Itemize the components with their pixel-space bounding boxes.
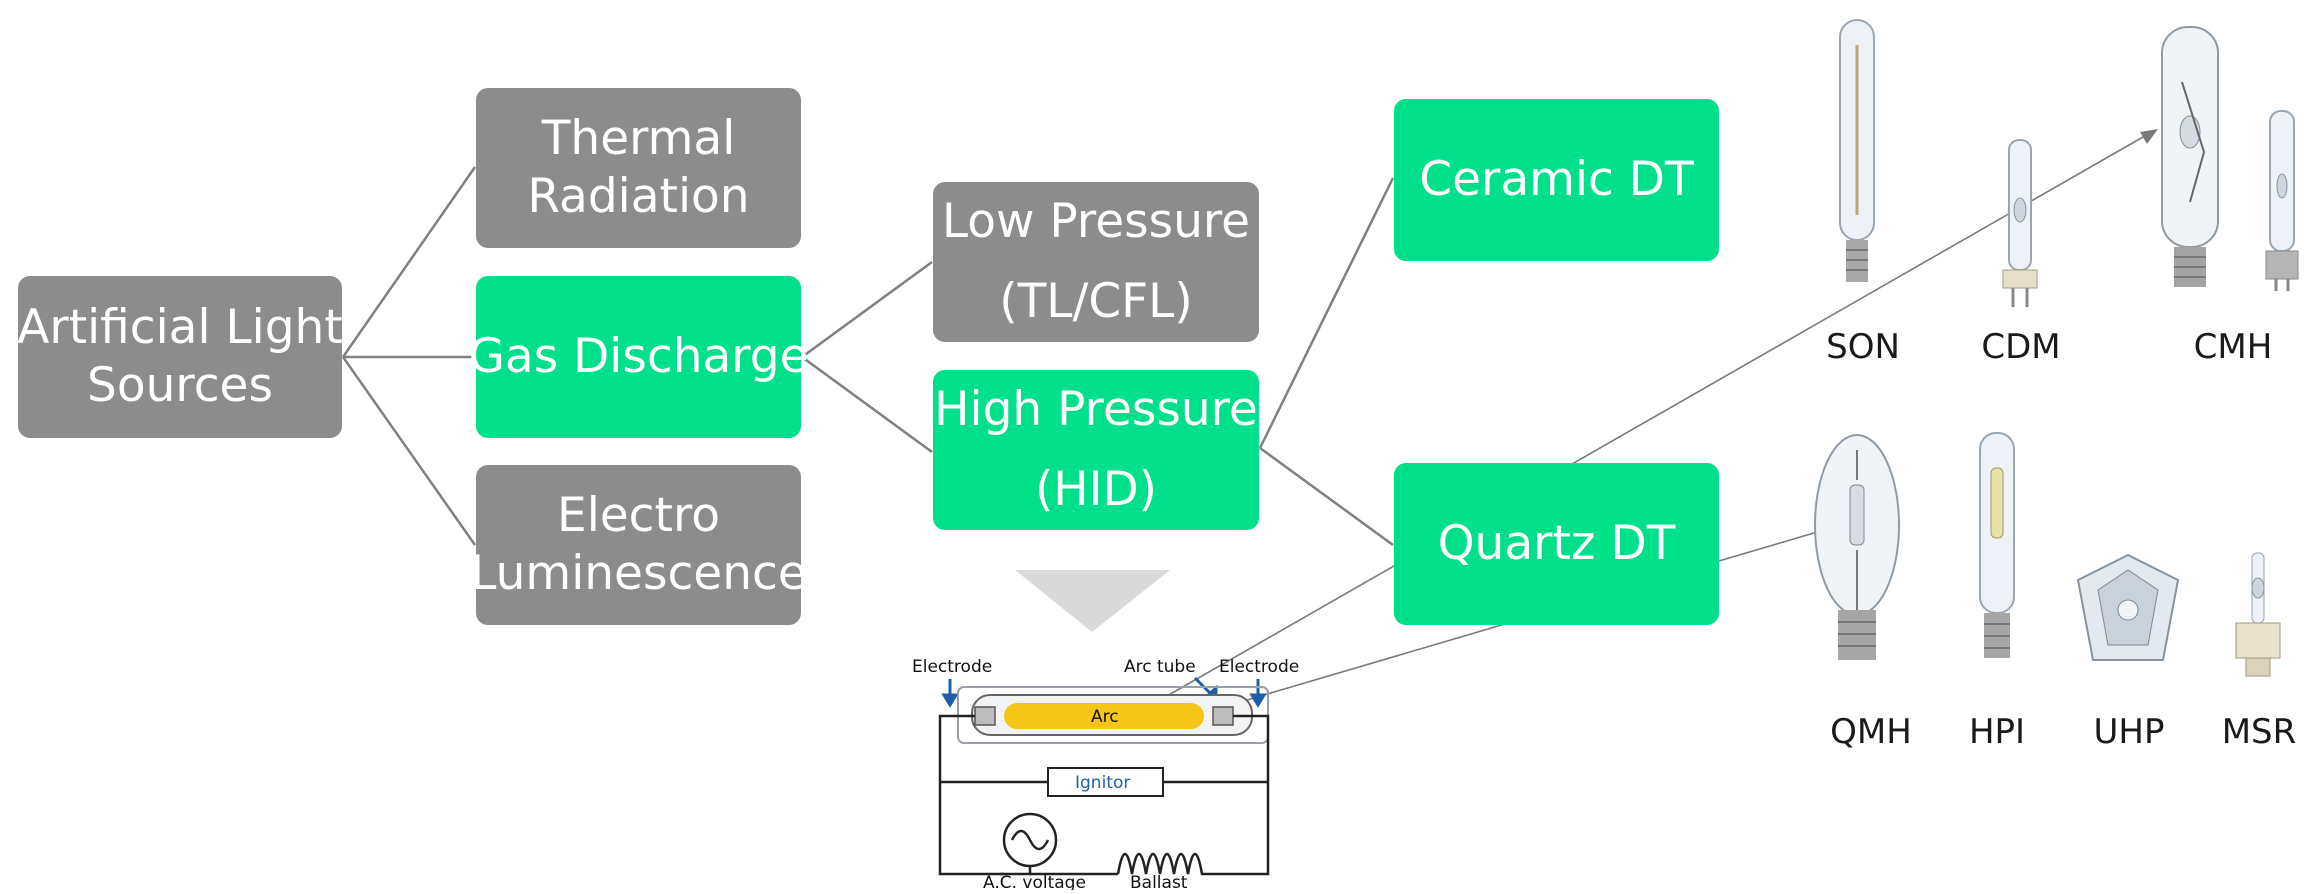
node-line: (TL/CFL)	[999, 274, 1193, 329]
node-high-pressure: High Pressure (HID)	[933, 370, 1259, 530]
lamp-label-son: SON	[1826, 327, 1900, 367]
uhp-lamp-image	[2076, 553, 2180, 661]
node-line: Thermal	[541, 111, 736, 166]
node-low-pressure: Low Pressure (TL/CFL)	[933, 182, 1259, 342]
ballast-coil	[1116, 852, 1208, 876]
lamp-label-uhp: UHP	[2093, 712, 2165, 752]
down-arrow-triangle	[1015, 570, 1170, 632]
node-line: Artificial Light	[17, 300, 343, 355]
node-quartz-dt: Quartz DT	[1394, 463, 1719, 625]
node-electro-luminescence: Electro Luminescence	[470, 465, 807, 625]
connector-gas-high	[801, 355, 933, 454]
lamp-label-cmh: CMH	[2193, 327, 2273, 367]
circuit-label-electrode-left: Electrode	[912, 657, 992, 677]
circuit-label-arc: Arc	[1091, 707, 1119, 727]
electrode-right	[1212, 706, 1234, 726]
electrode-left	[974, 706, 996, 726]
circuit-label-ac-voltage: A.C. voltage	[983, 873, 1086, 890]
qmh-lamp-image	[1814, 434, 1900, 660]
msr-lamp-image	[2235, 552, 2281, 677]
node-line: Radiation	[527, 169, 750, 224]
connector-root-thermal	[341, 166, 477, 358]
cmh-lamp-image	[2161, 26, 2219, 287]
lamp-label-cdm: CDM	[1981, 327, 2061, 367]
node-thermal-radiation: Thermal Radiation	[476, 88, 801, 248]
hpi-lamp-image	[1979, 432, 2015, 658]
lamp-label-msr: MSR	[2221, 712, 2297, 752]
son-lamp-image	[1839, 19, 1875, 282]
connector-gas-low	[801, 260, 933, 359]
node-gas-discharge: Gas Discharge	[468, 276, 809, 438]
ignitor-box	[1047, 767, 1164, 797]
node-line: Quartz DT	[1437, 516, 1676, 571]
cdm-lamp-image	[2002, 139, 2038, 307]
node-line: (HID)	[1034, 462, 1158, 517]
node-ceramic-dt: Ceramic DT	[1394, 99, 1719, 261]
hid-circuit-diagram: Electrode Arc tube Electrode Arc Ignitor…	[912, 657, 1299, 890]
node-line: Gas Discharge	[468, 329, 809, 384]
connector-high-quartz	[1259, 446, 1394, 547]
node-artificial-light-sources: Artificial Light Sources	[17, 276, 343, 438]
node-line: Ceramic DT	[1419, 152, 1694, 207]
arc-glow	[1004, 703, 1204, 729]
node-line: Sources	[87, 358, 273, 413]
lamp-label-qmh: QMH	[1830, 712, 1912, 752]
node-line: High Pressure	[934, 382, 1258, 437]
connector-high-ceramic	[1258, 177, 1395, 449]
cmh-small-lamp-image	[2265, 110, 2299, 291]
circuit-label-ignitor: Ignitor	[1075, 773, 1130, 793]
node-line: Electro	[557, 488, 720, 543]
arrowhead-cmh	[2140, 129, 2158, 144]
lamp-label-hpi: HPI	[1968, 712, 2026, 752]
node-line: Low Pressure	[941, 194, 1251, 249]
circuit-label-electrode-right: Electrode	[1219, 657, 1299, 677]
circuit-label-ballast: Ballast	[1130, 873, 1188, 890]
node-line: Luminescence	[470, 546, 807, 601]
arrow-to-cmh	[1159, 132, 2151, 701]
circuit-label-arc-tube: Arc tube	[1124, 657, 1196, 677]
connector-root-electro	[341, 356, 477, 546]
